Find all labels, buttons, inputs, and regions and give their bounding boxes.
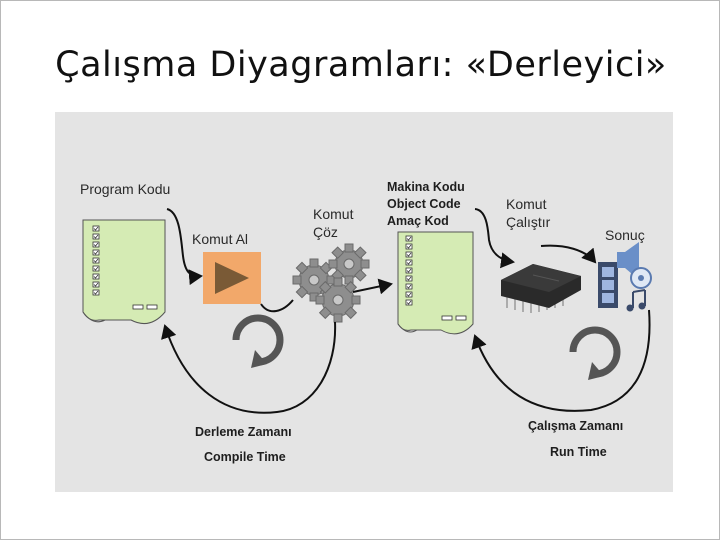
result-media-icon bbox=[598, 242, 652, 312]
decode-label-line2: Çöz bbox=[313, 224, 338, 240]
compile-time-tr-label: Derleme Zamanı bbox=[195, 425, 292, 439]
source-program-label: Program Kodu bbox=[80, 181, 171, 197]
source-code-document-icon bbox=[82, 219, 166, 325]
run-time-en-label: Run Time bbox=[550, 445, 607, 459]
slide-title: Çalışma Diyagramları: «Derleyici» bbox=[55, 45, 667, 85]
decode-gears-icon bbox=[292, 243, 370, 323]
machine-code-label-line1: Makina Kodu bbox=[387, 180, 465, 194]
machine-code-label-line2: Object Code bbox=[387, 197, 461, 211]
run-time-tr-label: Çalışma Zamanı bbox=[528, 419, 624, 433]
machine-code-document-icon bbox=[397, 231, 474, 335]
compile-cycle-arrow-icon bbox=[232, 314, 284, 368]
flow-connectors bbox=[161, 208, 651, 414]
result-label: Sonuç bbox=[605, 227, 645, 243]
processor-chip-icon bbox=[501, 264, 581, 313]
machine-code-label-line3: Amaç Kod bbox=[387, 214, 449, 228]
execute-label-line2: Çalıştır bbox=[506, 214, 551, 230]
compiler-diagram: Program Kodu Komut Al Komut Çöz Makina K… bbox=[55, 112, 673, 492]
compile-time-en-label: Compile Time bbox=[204, 450, 286, 464]
execute-label-line1: Komut bbox=[506, 196, 547, 212]
fetch-label: Komut Al bbox=[192, 231, 249, 247]
run-cycle-arrow-icon bbox=[569, 326, 621, 380]
decode-label-line1: Komut bbox=[313, 206, 354, 222]
diagram-graphics bbox=[82, 208, 652, 414]
fetch-instruction-icon bbox=[203, 252, 261, 304]
